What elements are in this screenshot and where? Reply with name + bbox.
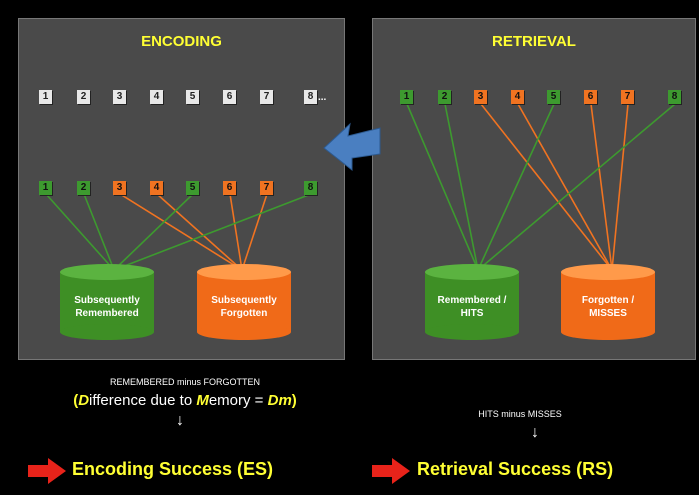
retrieval-item-6: 6 (584, 90, 597, 104)
remembered-hits-cylinder: Remembered /HITS (425, 264, 519, 340)
retrieval-item-2: 2 (438, 90, 451, 104)
red-arrow-icon (28, 458, 66, 484)
encoding-line-7 (241, 193, 268, 271)
retrieval-item-8: 8 (668, 90, 681, 104)
encoding-item-8: 8 (304, 90, 317, 104)
encoding-studied-item-3: 3 (113, 181, 126, 195)
cylinder-label: Subsequently Forgotten (211, 295, 277, 319)
encoding-item-3: 3 (113, 90, 126, 104)
encoding-line-3 (119, 193, 243, 271)
encoding-line-1 (45, 193, 115, 271)
encoding-line-6 (229, 193, 243, 271)
red-arrow-icon (372, 458, 410, 484)
encoding-studied-item-1: 1 (39, 181, 52, 195)
encoding-studied-item-4: 4 (150, 181, 163, 195)
retrieval-line-3 (480, 103, 613, 271)
retrieval-item-7: 7 (621, 90, 634, 104)
retrieval-line-1 (406, 103, 479, 271)
encoding-studied-item-7: 7 (260, 181, 273, 195)
encoding-subtitle: REMEMBERED minus FORGOTTEN (109, 377, 260, 387)
encoding-studied-item-2: 2 (77, 181, 90, 195)
retrieval-line-6 (590, 103, 613, 271)
encoding-line-2 (83, 193, 115, 271)
encoding-item-4: 4 (150, 90, 163, 104)
retrieval-line-2 (444, 103, 479, 271)
encoding-success-label: Encoding Success (ES) (72, 459, 274, 479)
encoding-item-5: 5 (186, 90, 199, 104)
encoding-title: ENCODING (141, 33, 222, 50)
ellipsis: ... (318, 92, 327, 103)
cylinder-label: Remembered /HITS (437, 295, 507, 319)
encoding-line-5 (113, 193, 194, 271)
encoding-item-2: 2 (77, 90, 90, 104)
retrieval-line-8 (477, 103, 676, 271)
forgotten-misses-cylinder: Forgotten /MISSES (561, 264, 655, 340)
subsequently-remembered-cylinder: Subsequently Remembered (60, 264, 154, 340)
retrieval-item-3: 3 (474, 90, 487, 104)
encoding-line-4 (156, 193, 243, 271)
retrieval-line-5 (477, 103, 555, 271)
transfer-arrow-icon (323, 122, 381, 172)
retrieval-item-4: 4 (511, 90, 524, 104)
down-arrow-icon: ↓ (176, 412, 184, 429)
retrieval-subtitle: HITS minus MISSES (478, 409, 562, 419)
retrieval-item-5: 5 (547, 90, 560, 104)
retrieval-item-1: 1 (400, 90, 413, 104)
encoding-item-1: 1 (39, 90, 52, 104)
down-arrow-icon: ↓ (531, 424, 539, 441)
encoding-line-8 (113, 193, 312, 271)
cylinder-label: Subsequently Remembered (74, 295, 140, 319)
encoding-studied-item-5: 5 (186, 181, 199, 195)
cylinder-label: Forgotten /MISSES (581, 295, 635, 319)
encoding-studied-item-8: 8 (304, 181, 317, 195)
encoding-item-7: 7 (260, 90, 273, 104)
subsequently-forgotten-cylinder: Subsequently Forgotten (197, 264, 291, 340)
encoding-studied-item-6: 6 (223, 181, 236, 195)
dm-formula: (Difference due to Memory = Dm) (73, 392, 297, 409)
retrieval-title: RETRIEVAL (492, 33, 576, 50)
encoding-item-6: 6 (223, 90, 236, 104)
retrieval-line-7 (611, 103, 629, 271)
retrieval-success-label: Retrieval Success (RS) (417, 459, 614, 479)
retrieval-line-4 (517, 103, 613, 271)
